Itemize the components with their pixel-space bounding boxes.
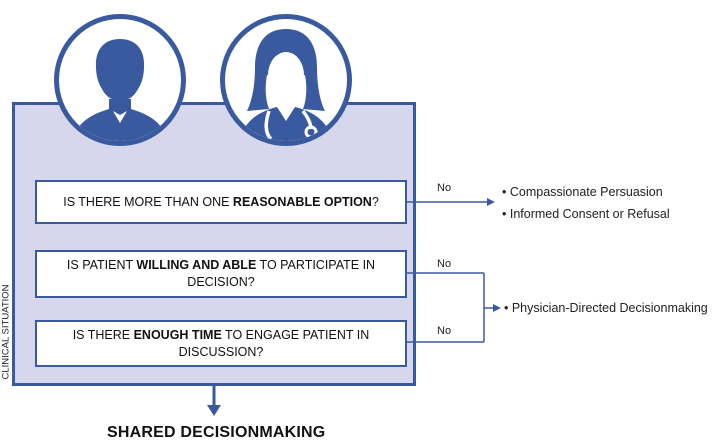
outcome-compassionate-persuasion: • Compassionate Persuasion	[502, 185, 663, 199]
no-label-time: No	[437, 325, 452, 337]
question-reasonable-option: IS THERE MORE THAN ONE REASONABLE OPTION…	[35, 180, 407, 224]
no-label-willing: No	[437, 258, 452, 270]
question-willing-and-able: IS PATIENT WILLING AND ABLE TO PARTICIPA…	[35, 250, 407, 298]
clinical-situation-label: CLINICAL SITUATION	[0, 284, 12, 380]
outcome-physician-directed: • Physician-Directed Decisionmaking	[504, 301, 708, 315]
physician-icon	[220, 14, 352, 146]
down-arrowhead	[207, 405, 221, 416]
arrowhead-physician	[493, 304, 501, 312]
question-enough-time: IS THERE ENOUGH TIME TO ENGAGE PATIENT I…	[35, 320, 407, 367]
arrowhead-persuasion	[487, 198, 495, 206]
shared-decisionmaking-label: SHARED DECISIONMAKING	[107, 424, 326, 441]
outcome-informed-consent: • Informed Consent or Refusal	[502, 207, 670, 221]
patient-icon	[54, 14, 186, 146]
no-label-option: No	[437, 182, 452, 194]
